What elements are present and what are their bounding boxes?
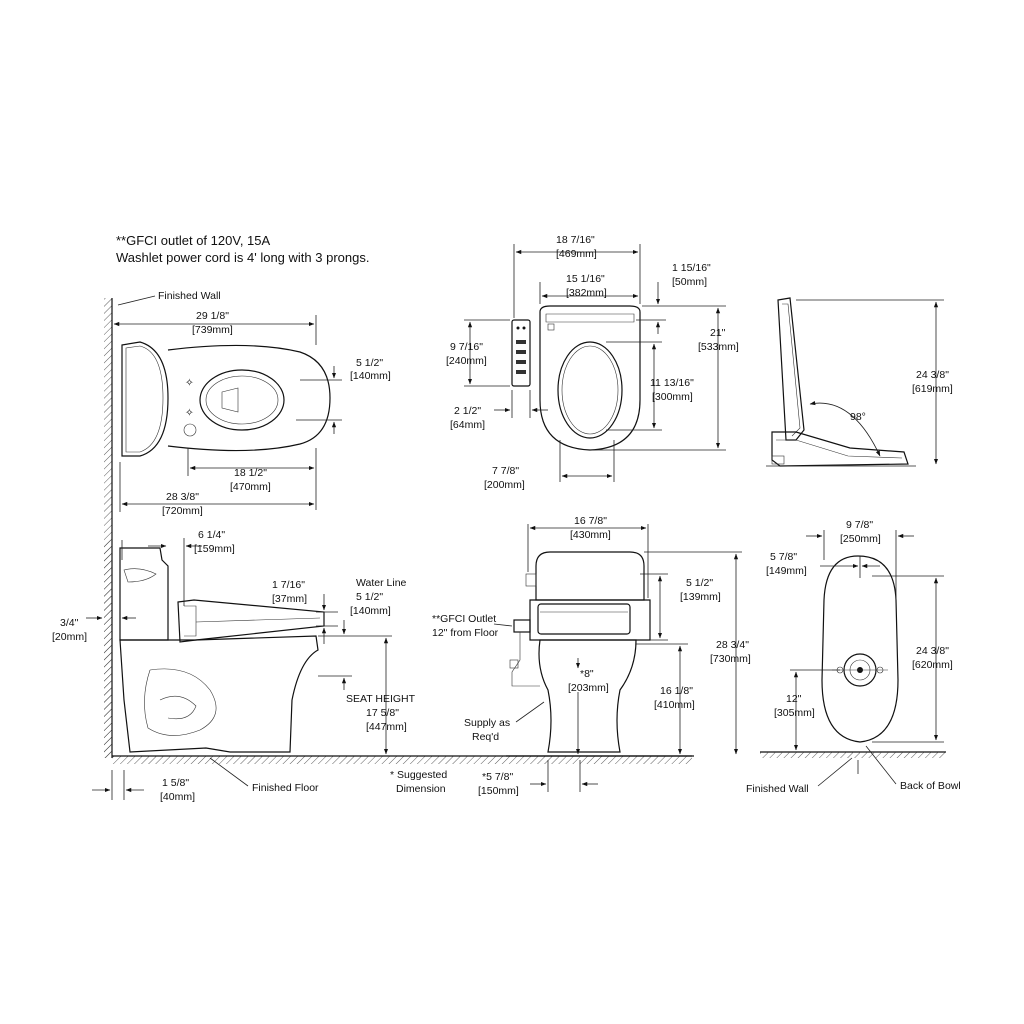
dim-seat-depth-mm: [533mm] — [698, 341, 739, 353]
dim-seat-inner: 15 1/16" — [566, 273, 605, 285]
side-elevation: 6 1/4" [159mm] 1 7/16" [37mm] Water Line… — [52, 529, 692, 803]
dim-seat-back: 1 15/16" — [672, 262, 711, 274]
dim-seat-front: 7 7/8" — [492, 465, 519, 477]
dim-rough-in: 12" — [786, 693, 802, 705]
dim-base-length: 24 3/8" — [916, 645, 949, 657]
footprint-view: 9 7/8" [250mm] 5 7/8" [149mm] 24 3/8" [6… — [746, 519, 961, 795]
front-elevation: 16 7/8" [430mm] 5 1/2" [139mm] 28 3/4" [… — [390, 515, 751, 797]
dim-seat-back-mm: [50mm] — [672, 276, 707, 288]
gfci-outlet-label: **GFCI Outlet — [432, 613, 496, 625]
dim-seat-height: 17 5/8" — [366, 707, 399, 719]
dim-top-length-mm: [739mm] — [192, 324, 233, 336]
seat-top-view: 18 7/16" [469mm] 15 1/16" [382mm] 1 15/1… — [446, 234, 739, 491]
dim-front-seat-mm: [139mm] — [680, 591, 721, 603]
dim-front-height-mm: [730mm] — [710, 653, 751, 665]
dim-seat-inner-mm: [382mm] — [566, 287, 607, 299]
dim-top-total: 28 3/8" — [166, 491, 199, 503]
dim-top-bowl: 18 1/2" — [234, 467, 267, 479]
dim-rough-in-mm: [305mm] — [774, 707, 815, 719]
dim-supply-center: *8" — [580, 668, 594, 680]
dim-seat-width: 18 7/16" — [556, 234, 595, 246]
finished-floor-label: Finished Floor — [252, 782, 319, 794]
supply-label-2: Req'd — [472, 731, 499, 743]
dim-top-width: 5 1/2" — [356, 357, 383, 369]
dim-lid-height-mm: [619mm] — [912, 383, 953, 395]
dim-water-line-mm: [140mm] — [350, 605, 391, 617]
seat-angle-label: 98° — [850, 411, 866, 423]
gfci-note-line-2: Washlet power cord is 4' long with 3 pro… — [116, 250, 370, 265]
top-view: Finished Wall ✧ ✧ 29 1/8" [739mm] 5 1/2"… — [104, 290, 391, 758]
seat-side-view: 24 3/8" [619mm] 98° — [766, 297, 953, 467]
dim-base-width-mm: [250mm] — [840, 533, 881, 545]
dim-water-line: 5 1/2" — [356, 591, 383, 603]
dim-tank-depth: 6 1/4" — [198, 529, 225, 541]
dim-rim-height-mm: [410mm] — [654, 699, 695, 711]
gfci-note-line-1: **GFCI outlet of 120V, 15A — [116, 233, 271, 248]
dim-front-height: 28 3/4" — [716, 639, 749, 651]
back-of-bowl-label: Back of Bowl — [900, 780, 961, 792]
dim-front-width-mm: [430mm] — [570, 529, 611, 541]
dim-seat-height-mm: [447mm] — [366, 721, 407, 733]
dim-base-half: 5 7/8" — [770, 551, 797, 563]
dim-remote-width-mm: [64mm] — [450, 419, 485, 431]
dim-front-width: 16 7/8" — [574, 515, 607, 527]
svg-text:✧: ✧ — [185, 407, 194, 419]
dim-floor-gap: 1 5/8" — [162, 777, 189, 789]
suggested-label-2: Dimension — [396, 783, 446, 795]
dim-supply-offset: *5 7/8" — [482, 771, 513, 783]
dim-supply-offset-mm: [150mm] — [478, 785, 519, 797]
dim-top-bowl-mm: [470mm] — [230, 481, 271, 493]
dim-remote-width: 2 1/2" — [454, 405, 481, 417]
dim-top-total-mm: [720mm] — [162, 505, 203, 517]
seat-height-label: SEAT HEIGHT — [346, 693, 416, 705]
dim-seat-thickness: 1 7/16" — [272, 579, 305, 591]
dim-base-half-mm: [149mm] — [766, 565, 807, 577]
dim-base-length-mm: [620mm] — [912, 659, 953, 671]
dim-rim-height: 16 1/8" — [660, 685, 693, 697]
dim-wall-gap-mm: [20mm] — [52, 631, 87, 643]
finished-wall-top-label: Finished Wall — [158, 290, 221, 302]
finished-wall-bottom-label: Finished Wall — [746, 783, 809, 795]
dim-seat-depth: 21" — [710, 327, 726, 339]
dim-front-seat: 5 1/2" — [686, 577, 713, 589]
dim-remote-height-mm: [240mm] — [446, 355, 487, 367]
dim-seat-front-mm: [200mm] — [484, 479, 525, 491]
dim-seat-width-mm: [469mm] — [556, 248, 597, 260]
gfci-outlet-height-label: 12" from Floor — [432, 627, 499, 639]
dim-top-width-mm: [140mm] — [350, 370, 391, 382]
water-line-label: Water Line — [356, 577, 407, 589]
dim-tank-depth-mm: [159mm] — [194, 543, 235, 555]
dim-seat-opening: 11 13/16" — [650, 377, 694, 389]
suggested-label: * Suggested — [390, 769, 447, 781]
dim-wall-gap: 3/4" — [60, 617, 79, 629]
dim-lid-height: 24 3/8" — [916, 369, 949, 381]
supply-label: Supply as — [464, 717, 510, 729]
dim-floor-gap-mm: [40mm] — [160, 791, 195, 803]
dim-top-length: 29 1/8" — [196, 310, 229, 322]
dim-seat-thickness-mm: [37mm] — [272, 593, 307, 605]
dim-remote-height: 9 7/16" — [450, 341, 483, 353]
dim-seat-opening-mm: [300mm] — [652, 391, 693, 403]
svg-text:✧: ✧ — [185, 377, 194, 389]
dim-base-width: 9 7/8" — [846, 519, 873, 531]
dim-supply-center-mm: [203mm] — [568, 682, 609, 694]
